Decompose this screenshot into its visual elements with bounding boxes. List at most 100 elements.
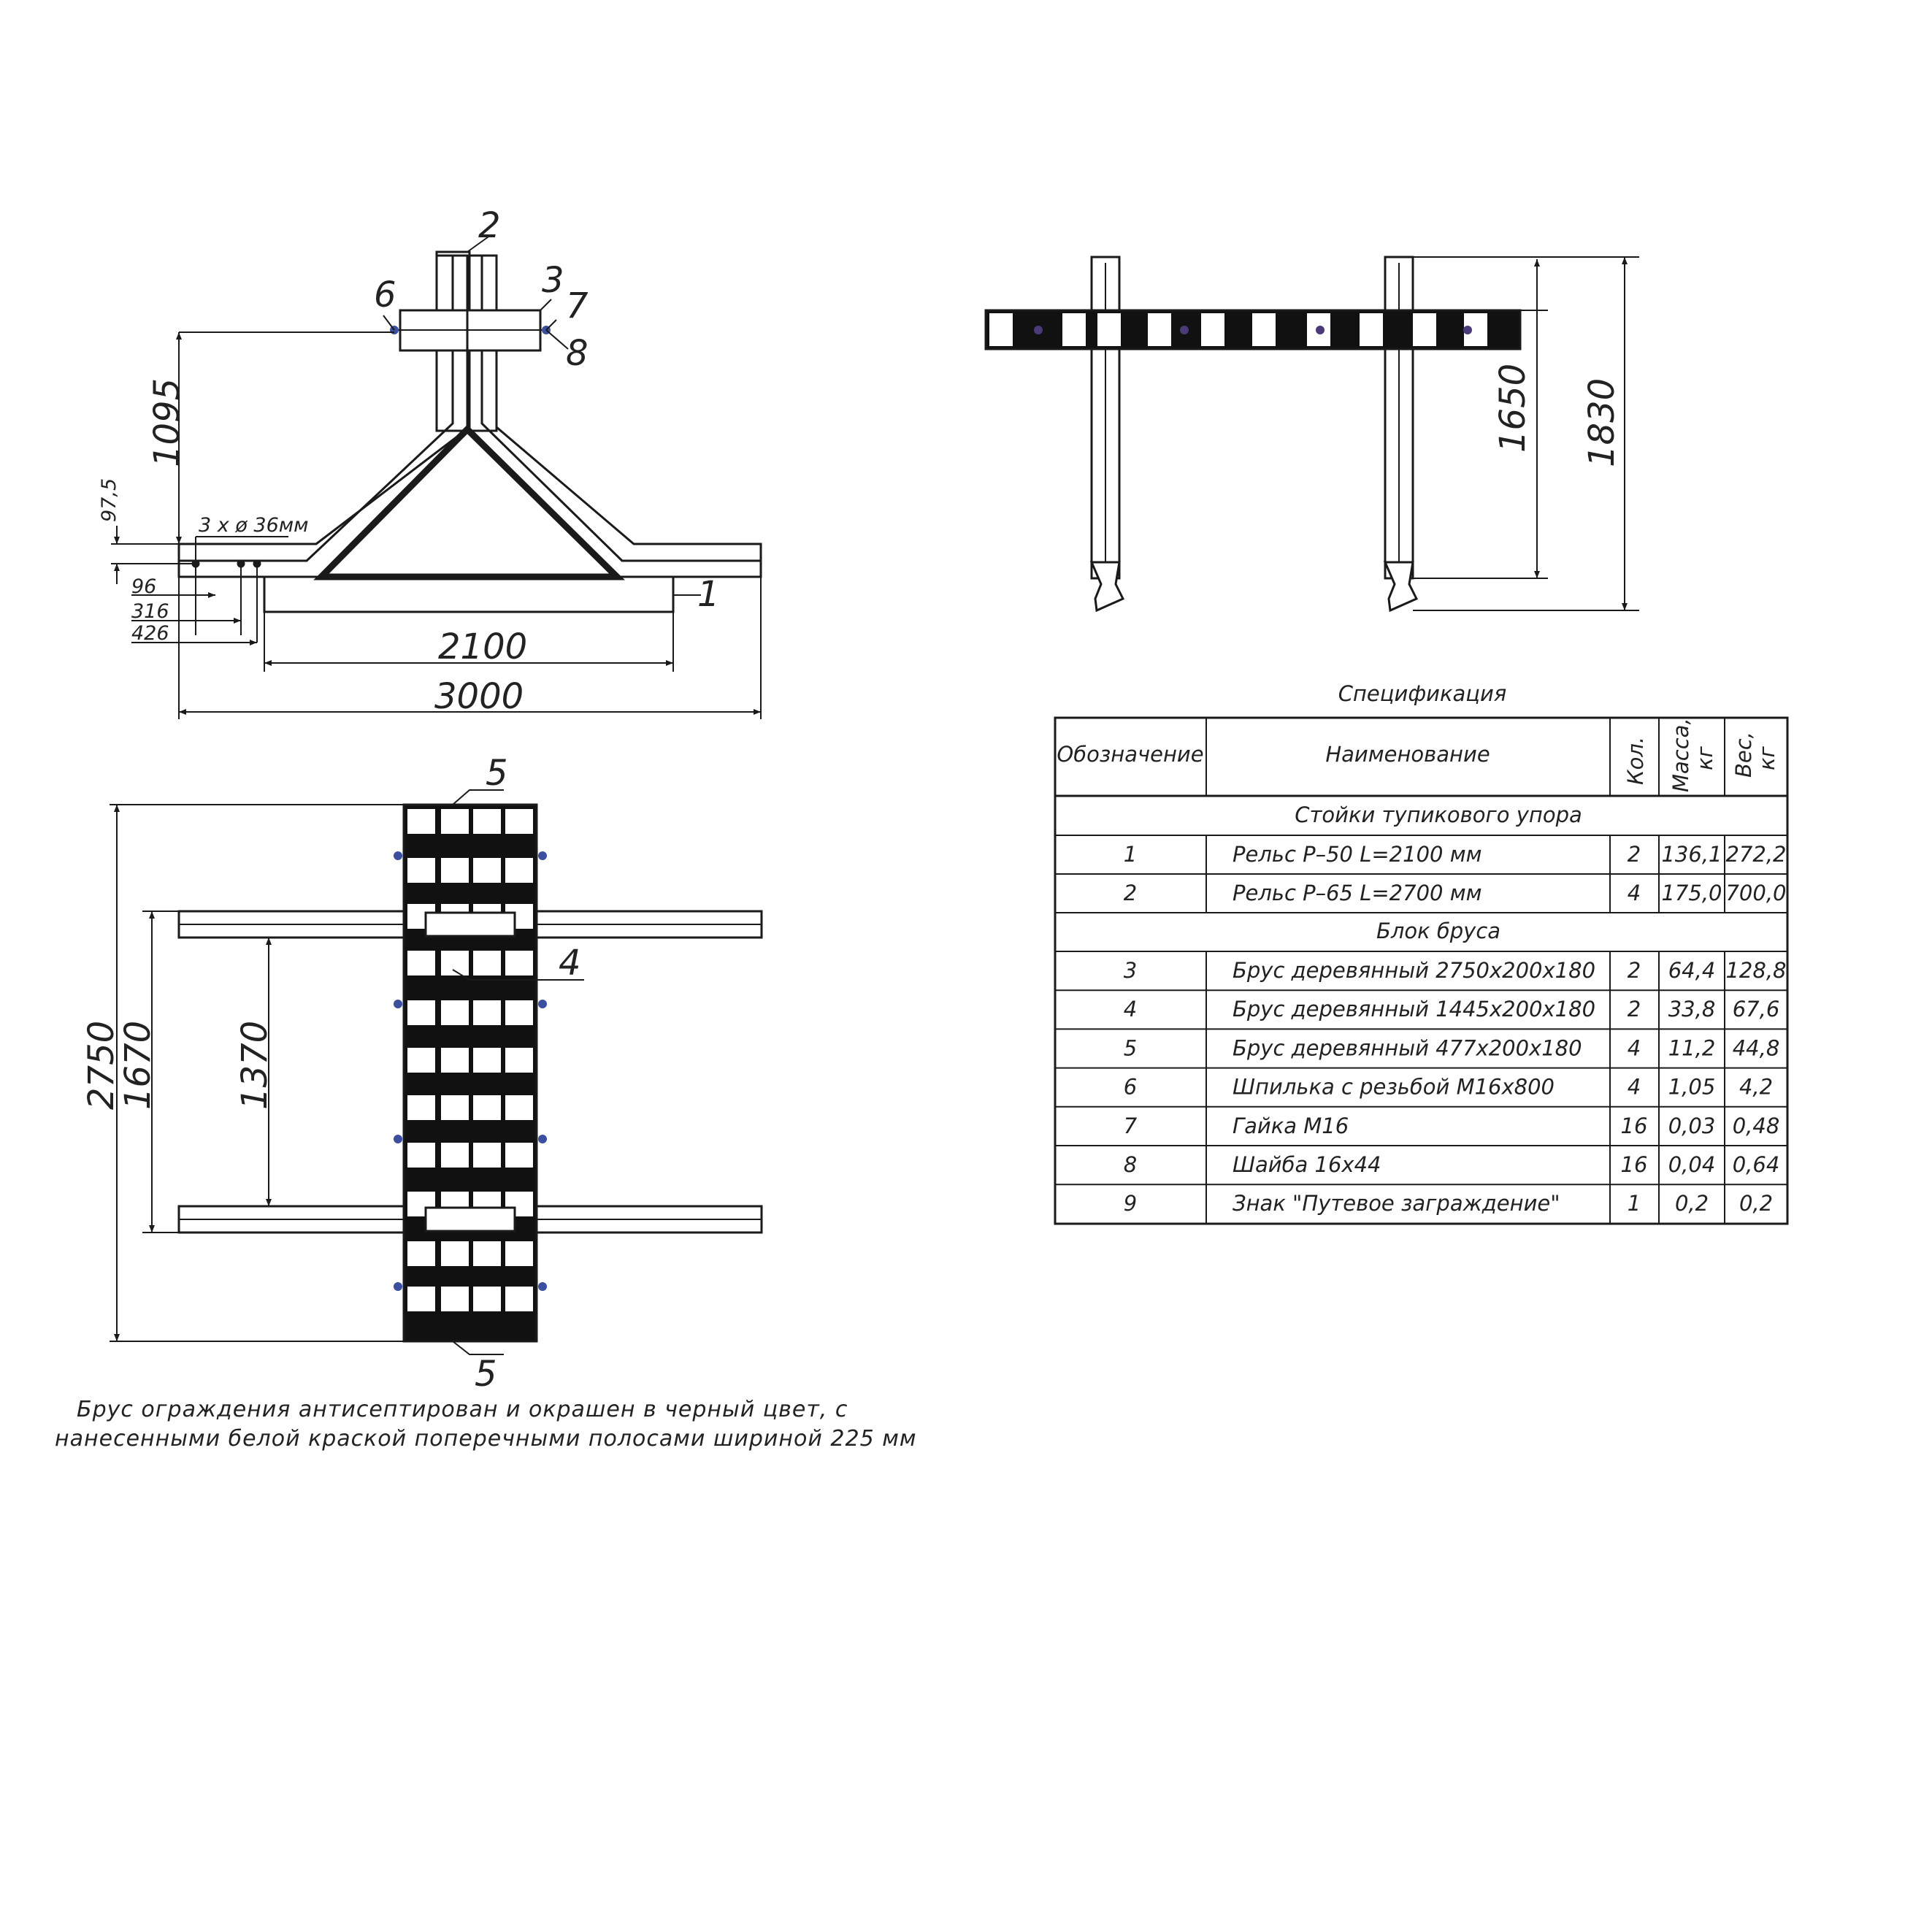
bolt-icon xyxy=(1180,326,1189,334)
white-stripe-cell xyxy=(473,1095,501,1120)
nut-icon xyxy=(538,1282,547,1291)
spec-weight: 0,48 xyxy=(1733,1113,1780,1138)
spec-weight: 0,64 xyxy=(1733,1152,1780,1177)
spec-name: Шайба 16х44 xyxy=(1233,1152,1381,1177)
white-stripe-cell xyxy=(505,1000,533,1025)
white-stripe-cell xyxy=(407,809,435,834)
rail-cross-section xyxy=(424,1206,516,1233)
spec-name: Брус деревянный 1445х200х180 xyxy=(1233,997,1595,1021)
white-stripe-cell xyxy=(407,951,435,975)
spec-name: Шпилька с резьбой М16х800 xyxy=(1233,1075,1555,1100)
header-weight: Вес, xyxy=(1731,732,1756,778)
spec-mass: 64,4 xyxy=(1668,958,1716,983)
beam-white-stripes xyxy=(989,313,1487,346)
buffer-stop-elevation xyxy=(111,234,762,719)
spec-designation: 3 xyxy=(1124,958,1137,983)
beam-stripe xyxy=(1360,313,1383,346)
part-label: 1 xyxy=(697,574,720,615)
buffer-stop-plan xyxy=(110,789,763,1355)
spec-name: Рельс Р–50 L=2100 мм xyxy=(1233,842,1481,867)
dimension-426: 426 xyxy=(131,622,169,645)
spec-designation: 8 xyxy=(1124,1152,1137,1177)
beam-stripe xyxy=(1062,313,1086,346)
white-stripe-cell xyxy=(473,1241,501,1266)
part-label: 8 xyxy=(566,333,589,374)
bolts xyxy=(394,851,547,1291)
spec-weight: 700,0 xyxy=(1725,881,1786,905)
spec-name: Брус деревянный 477х200х180 xyxy=(1233,1035,1582,1060)
spec-designation: 7 xyxy=(1124,1113,1138,1138)
white-stripe-cell xyxy=(441,1095,469,1120)
white-stripe-cell xyxy=(473,858,501,883)
white-stripe-cell xyxy=(473,809,501,834)
plan-labels: 5 4 5 2750 1670 1370 xyxy=(81,753,581,1395)
spec-qty: 4 xyxy=(1628,1075,1641,1100)
white-stripe-cell xyxy=(407,1241,435,1266)
rail-inner-right xyxy=(480,256,761,562)
beam-stripe xyxy=(1097,313,1121,346)
spec-mass: 33,8 xyxy=(1668,997,1716,1021)
white-stripe-cell xyxy=(473,1143,501,1168)
rail-cross-section xyxy=(424,911,516,938)
white-stripe-cell xyxy=(407,1000,435,1025)
nut-icon xyxy=(394,1282,402,1291)
white-stripe-cell xyxy=(407,1287,435,1311)
nut-icon xyxy=(538,1000,547,1008)
white-stripe-cell xyxy=(505,809,533,834)
nut-icon xyxy=(538,1135,547,1143)
dimension-3000: 3000 xyxy=(434,676,524,717)
white-stripe-cell xyxy=(441,858,469,883)
rail-part-1 xyxy=(263,575,675,613)
spec-qty: 1 xyxy=(1628,1191,1641,1216)
part-label: 2 xyxy=(478,205,501,246)
white-stripe-cell xyxy=(441,1241,469,1266)
dimension-97-5: 97,5 xyxy=(98,478,120,522)
spec-weight: 128,8 xyxy=(1725,958,1786,983)
spec-name: Знак "Путевое заграждение" xyxy=(1233,1191,1560,1216)
white-stripe-cell xyxy=(505,1287,533,1311)
spec-mass: 1,05 xyxy=(1668,1075,1716,1100)
note-line: нанесенными белой краской поперечными по… xyxy=(55,1426,917,1452)
spec-designation: 6 xyxy=(1124,1075,1137,1100)
nut-icon xyxy=(394,1135,402,1143)
dimension-1370: 1370 xyxy=(234,1021,275,1110)
dimension-96: 96 xyxy=(131,575,156,598)
white-stripe-cell xyxy=(473,1000,501,1025)
white-stripe-cell xyxy=(473,951,501,975)
inner-triangle xyxy=(313,424,625,580)
dimension-1095: 1095 xyxy=(147,378,188,467)
spec-qty: 2 xyxy=(1628,997,1641,1021)
white-stripe-cell xyxy=(473,1048,501,1073)
dimension-1830: 1830 xyxy=(1582,378,1622,467)
dimension-2100: 2100 xyxy=(438,626,527,667)
nut-icon xyxy=(394,1000,402,1008)
white-stripe-cell xyxy=(505,1241,533,1266)
spec-designation: 4 xyxy=(1124,997,1137,1021)
part-label: 7 xyxy=(566,285,589,326)
spec-name: Гайка М16 xyxy=(1233,1113,1349,1138)
dimension-316: 316 xyxy=(131,600,169,623)
beam-stripe xyxy=(1413,313,1436,346)
spec-designation: 9 xyxy=(1124,1191,1137,1216)
header-qty: Кол. xyxy=(1623,737,1648,785)
white-stripe-cell xyxy=(407,1095,435,1120)
white-stripe-cell xyxy=(407,1143,435,1168)
spec-mass: 136,1 xyxy=(1661,842,1722,867)
spec-qty: 4 xyxy=(1628,881,1641,905)
part-label: 5 xyxy=(486,753,508,794)
bolt-icon xyxy=(1316,326,1325,334)
spec-name: Рельс Р–65 L=2700 мм xyxy=(1233,881,1481,905)
holes-note: 3 х ø 36мм xyxy=(199,514,309,537)
part-label: 4 xyxy=(559,943,581,984)
white-stripe-cell xyxy=(505,1143,533,1168)
nut-icon xyxy=(394,851,402,860)
white-stripe-cell xyxy=(505,858,533,883)
header-mass-unit: кг xyxy=(1693,745,1717,770)
spec-qty: 4 xyxy=(1628,1035,1641,1060)
header-designation: Обозначение xyxy=(1057,742,1203,767)
